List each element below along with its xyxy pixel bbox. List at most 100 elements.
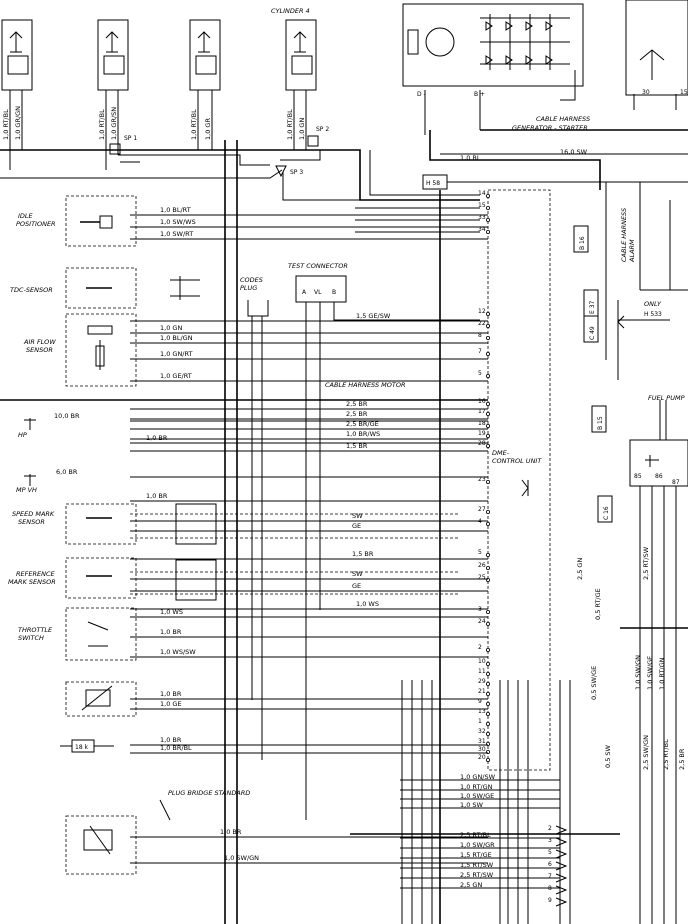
connector-c16 — [597, 495, 613, 523]
dme-pin-1: 15 — [478, 202, 486, 209]
dme-label-1: DME- — [492, 449, 510, 457]
left-wire-label-1: 1,0 SW/WS — [160, 218, 196, 226]
top-wire-4: 1,0 GR/SN — [110, 107, 118, 140]
dme-pin-dot-0 — [485, 193, 490, 198]
injector-3-icon — [189, 19, 221, 91]
dme-pin-dot-27 — [485, 702, 490, 707]
ref-label-1: REFERENCE — [16, 570, 55, 578]
dme-pin-19: 25 — [478, 574, 486, 581]
mpvh-label: MP VH — [16, 486, 37, 494]
left-wire-label-30: 1,0 SW/GN — [224, 854, 259, 862]
dme-pin-11: 18 — [478, 420, 486, 427]
throttle-switch-block — [65, 607, 137, 661]
dme-pin-17: 5 — [478, 549, 482, 556]
harness-motor-label: CABLE HARNESS MOTOR — [325, 381, 405, 389]
dme-pin-29: 1 — [478, 718, 482, 725]
airflow-label-2: SENSOR — [26, 346, 53, 354]
connector-b16 — [573, 225, 589, 253]
bottom-pin-1: 3 — [548, 837, 552, 844]
dme-label-2: CONTROL UNIT — [492, 457, 542, 465]
dme-pin-dot-20 — [485, 610, 490, 615]
dme-pin-22: 2 — [478, 644, 482, 651]
relay-block — [625, 0, 688, 96]
br-wire-label-4: 2,5 RT/BL — [460, 831, 491, 839]
bottom-pin-0: 2 — [548, 825, 552, 832]
idle-label-2: POSITIONER — [16, 220, 56, 228]
injector-group — [1, 19, 317, 91]
airflow-label-1: AIR FLOW — [23, 338, 56, 346]
codes-label-1: CODES — [240, 276, 263, 284]
dme-pin-dot-11 — [485, 423, 490, 428]
transistor-icon — [521, 479, 529, 497]
bottom-pin-arrow-5 — [555, 885, 568, 895]
connector-b16-label: B 16 — [579, 236, 586, 250]
dme-pin-dot-2 — [485, 217, 490, 222]
left-wire-label-4: 1,0 BL/GN — [160, 334, 193, 342]
dme-pin-dot-18 — [485, 566, 490, 571]
speed-label-2: SENSOR — [18, 518, 45, 526]
left-wire-label-22: 1,0 WS — [160, 608, 183, 616]
fuel-pump-label: FUEL PUMP — [648, 394, 685, 402]
relay-pin-15: 15 — [680, 89, 688, 96]
dme-pin-dot-23 — [485, 662, 490, 667]
connector-h533-label: H 533 — [644, 311, 662, 318]
throttle-label-1: THROTTLE — [18, 626, 53, 634]
right-vwire-1: 0,5 RT/GE — [594, 588, 602, 620]
left-wire-label-31: 1,5 GE/SW — [356, 312, 391, 320]
left-wire-label-24: 1,0 WS/SW — [160, 648, 196, 656]
dme-pin-dot-8 — [485, 373, 490, 378]
dme-pin-15: 27 — [478, 506, 486, 513]
generator-icon — [425, 27, 455, 57]
gen-terminal-d: D - — [417, 91, 426, 98]
left-wire-label-26: 1,0 GE — [160, 700, 182, 708]
test-connector-label: TEST CONNECTOR — [288, 262, 348, 270]
right-vwire-10: 2,5 BR — [678, 748, 686, 770]
right-vwire-2: 0,5 SW/GE — [590, 666, 598, 700]
dme-pin-dot-13 — [485, 443, 490, 448]
br-wire-label-3: 1,0 SW — [460, 801, 484, 809]
right-vwire-0: 2,5 GN — [576, 558, 584, 580]
right-vwire-8: 2,5 SW/GN — [642, 735, 650, 770]
splice-3-label: SP 3 — [290, 169, 303, 176]
splice-3-icon — [275, 165, 287, 178]
dme-pin-8: 5 — [478, 370, 482, 377]
dme-pin-dot-10 — [485, 411, 490, 416]
left-wire-label-25: 1,0 BR — [160, 690, 182, 698]
speed-sensor-block — [65, 503, 137, 545]
bottom-right-wires: 1,0 GN/SW1,0 RT/GN1,0 SW/GE1,0 SW2,5 RT/… — [400, 773, 568, 907]
dme-pin-26: 21 — [478, 688, 486, 695]
harness-alarm-1: CABLE HARNESS — [620, 208, 628, 262]
dme-pin-23: 10 — [478, 658, 486, 665]
dme-pin-18: 26 — [478, 562, 486, 569]
top-wire-8: 1,0 GN — [298, 118, 306, 140]
splice-2-icon — [307, 135, 319, 147]
dme-pin-27: 9 — [478, 698, 482, 705]
dme-pin-dot-21 — [485, 622, 490, 627]
bottom-pin-arrow-2 — [555, 849, 568, 859]
left-wire-label-3: 1,0 GN — [160, 324, 182, 332]
left-wire-label-23: 1,0 BR — [160, 628, 182, 636]
wire-16sw: 16,0 SW — [560, 148, 588, 156]
bottom-pin-5: 8 — [548, 885, 552, 892]
test-pin-vl: VL — [314, 289, 322, 296]
br-wire-label-5: 1,0 SW/GR — [460, 841, 495, 849]
speed-label-1: SPEED MARK — [12, 510, 55, 518]
top-wire-5: 1,0 RT/BL — [190, 109, 198, 140]
br-wire-label-1: 1,0 RT/GN — [460, 783, 493, 791]
left-wire-label-17: GE — [352, 522, 361, 530]
dme-pin-dot-22 — [485, 648, 490, 653]
right-vwire-7: 1,0 RT/GN — [658, 657, 666, 690]
dme-pin-4: 12 — [478, 308, 486, 315]
dme-pin-dot-5 — [485, 323, 490, 328]
tdc-sensor-block — [65, 267, 137, 309]
dme-pin-21: 24 — [478, 618, 486, 625]
br-wire-label-9: 2,5 GN — [460, 881, 482, 889]
left-wire-label-0: 1,0 BL/RT — [160, 206, 191, 214]
dme-pin-dot-12 — [485, 433, 490, 438]
test-pin-a: A — [302, 289, 307, 296]
dme-pin-12: 19 — [478, 430, 486, 437]
dme-pin-dot-1 — [485, 205, 490, 210]
injector-1-icon — [1, 19, 33, 91]
left-wire-label-21: 1,0 WS — [356, 600, 379, 608]
wire-1bl: 1,0 BL — [460, 154, 481, 162]
